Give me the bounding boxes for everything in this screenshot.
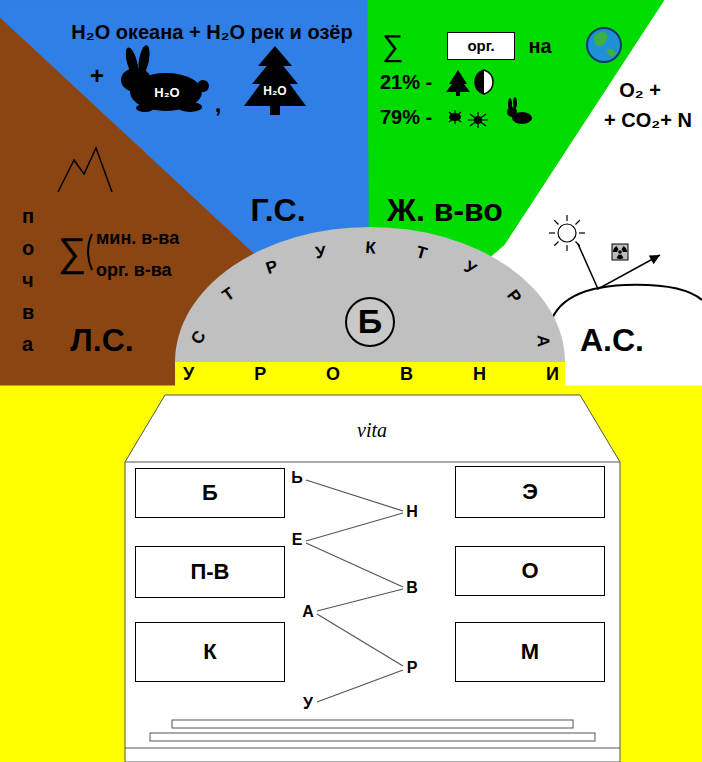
levels-band: УРОВНИ — [175, 362, 565, 386]
spaced-word: УРОВНИ — [183, 364, 619, 385]
box-text: О — [521, 558, 538, 583]
tree-icon-outline — [243, 44, 307, 118]
sum-sign: ∑ — [58, 229, 87, 275]
circle-letter: Б — [358, 302, 382, 341]
box-text: К — [203, 639, 216, 664]
rabbit-icon-outline — [110, 40, 210, 118]
level-box: М — [455, 622, 605, 682]
level-box: Б — [135, 468, 285, 518]
zigzag-line — [317, 614, 403, 666]
level-letter: Н — [406, 503, 418, 521]
zigzag-line — [306, 513, 403, 541]
zigzag-line — [306, 480, 403, 511]
level-box: П-В — [135, 546, 285, 598]
preposition: на — [528, 35, 551, 58]
matter-label: мин. в-ва — [96, 228, 179, 249]
percent-label: 79% - — [380, 106, 432, 129]
box-text: Б — [202, 480, 218, 505]
box-text: П-В — [190, 559, 229, 584]
sphere-title: А.С. — [580, 322, 644, 359]
box-text: М — [521, 639, 539, 664]
level-letter: Е — [292, 531, 303, 549]
roof-word: vita — [357, 419, 387, 442]
comma: , — [215, 90, 222, 118]
sphere-title: Г.С. — [250, 192, 305, 229]
level-box: Э — [455, 466, 605, 518]
sum-sign: ∑ — [382, 29, 403, 64]
zigzag-line — [317, 670, 403, 702]
level-letter: В — [406, 579, 418, 597]
vertical-word: почва — [22, 200, 36, 360]
water-formula: H₂O — [154, 86, 179, 101]
structure-semicircle: СТРУКТУРАБ — [175, 227, 565, 362]
level-letter: Ь — [291, 469, 303, 487]
gas-formula: + CO₂+ N — [604, 109, 692, 132]
rabbit-icon: H₂O — [110, 40, 210, 118]
plus-sign: + — [90, 62, 104, 90]
level-letter: Р — [407, 659, 418, 677]
level-box: О — [455, 546, 605, 596]
water-formula: H₂O океана + H₂O рек и озёр — [71, 21, 352, 44]
level-box: К — [135, 622, 285, 682]
matter-label: орг. в-ва — [96, 260, 172, 281]
arc-text-layer: СТРУКТУРА — [175, 227, 565, 362]
sphere-title: Л.С. — [70, 322, 133, 359]
water-formula: H₂O — [263, 85, 286, 99]
box-text: орг. — [467, 37, 494, 54]
tree-icon: H₂O — [243, 44, 307, 118]
zigzag-line — [317, 589, 403, 611]
biosphere-circle: Б — [345, 297, 395, 347]
level-letter: У — [303, 695, 313, 713]
house-shape: vitaБ Э П-В О К М — [125, 395, 620, 762]
gas-formula: O₂ + — [619, 79, 661, 102]
organic-box: орг. — [447, 32, 515, 60]
sphere-title: Ж. в-во — [387, 192, 503, 229]
level-letter: А — [302, 603, 314, 621]
zigzag-line — [306, 543, 403, 587]
box-text: Э — [522, 479, 538, 504]
percent-label: 21% - — [380, 71, 432, 94]
